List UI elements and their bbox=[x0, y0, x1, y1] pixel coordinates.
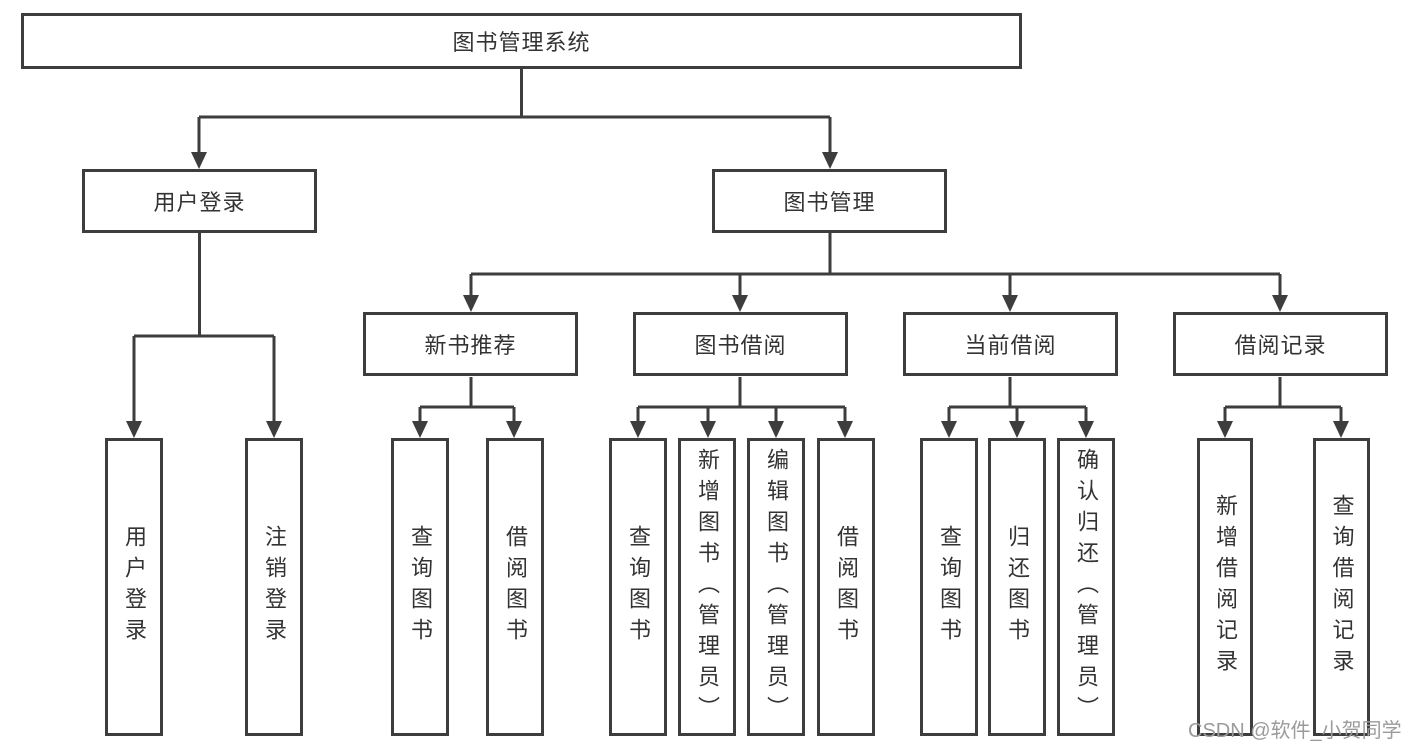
leaf-query-books-current: 查询图书 bbox=[920, 438, 978, 736]
node-label: 用户登录 bbox=[153, 190, 246, 215]
node-label: 新书推荐 bbox=[424, 333, 517, 358]
arrowhead-icon bbox=[1217, 421, 1233, 438]
leaf-label: 查询图书 bbox=[626, 525, 651, 649]
arrowhead-icon bbox=[506, 421, 522, 438]
arrowhead-icon bbox=[412, 421, 428, 438]
leaf-query-borrow-record: 查询借阅记录 bbox=[1313, 438, 1370, 736]
node-label: 图书管理 bbox=[783, 190, 876, 215]
arrowhead-icon bbox=[463, 295, 479, 312]
leaf-label: 查询图书 bbox=[937, 525, 962, 649]
leaf-borrow-books: 借阅图书 bbox=[817, 438, 875, 736]
arrowhead-icon bbox=[768, 421, 784, 438]
leaf-return-books: 归还图书 bbox=[988, 438, 1046, 736]
arrowhead-icon bbox=[1333, 421, 1349, 438]
node-book-borrowing: 图书借阅 bbox=[633, 312, 848, 376]
arrowhead-icon bbox=[1272, 295, 1288, 312]
node-label: 图书借阅 bbox=[694, 333, 787, 358]
arrowhead-icon bbox=[630, 421, 646, 438]
arrowhead-icon bbox=[191, 152, 207, 169]
node-user-login: 用户登录 bbox=[82, 169, 317, 233]
arrowhead-icon bbox=[1002, 295, 1018, 312]
leaf-label: 新增图书（管理员） bbox=[695, 447, 720, 727]
arrowhead-icon bbox=[837, 421, 853, 438]
leaf-borrow-books-newbook: 借阅图书 bbox=[486, 438, 544, 736]
leaf-label: 新增借阅记录 bbox=[1213, 494, 1238, 680]
arrowhead-icon bbox=[266, 421, 282, 438]
node-book-management: 图书管理 bbox=[712, 169, 947, 233]
leaf-query-books-borrow: 查询图书 bbox=[609, 438, 667, 736]
leaf-query-books-newbook: 查询图书 bbox=[391, 438, 449, 736]
arrowhead-icon bbox=[700, 421, 716, 438]
csdn-watermark: CSDN @软件_小贺同学 bbox=[1188, 720, 1402, 742]
node-current-borrowing: 当前借阅 bbox=[903, 312, 1118, 376]
leaf-label: 查询图书 bbox=[408, 525, 433, 649]
node-label: 图书管理系统 bbox=[452, 30, 591, 55]
leaf-label: 注销登录 bbox=[262, 525, 287, 649]
node-label: 当前借阅 bbox=[964, 333, 1057, 358]
leaf-user-login: 用户登录 bbox=[105, 438, 163, 736]
node-borrowing-records: 借阅记录 bbox=[1173, 312, 1388, 376]
leaf-logout: 注销登录 bbox=[245, 438, 303, 736]
arrowhead-icon bbox=[941, 421, 957, 438]
leaf-label: 借阅图书 bbox=[503, 525, 528, 649]
arrowhead-icon bbox=[1009, 421, 1025, 438]
node-library-management-system: 图书管理系统 bbox=[21, 13, 1022, 69]
leaf-label: 编辑图书（管理员） bbox=[764, 447, 789, 727]
arrowhead-icon bbox=[822, 152, 838, 169]
arrowhead-icon bbox=[732, 295, 748, 312]
leaf-label: 确认归还（管理员） bbox=[1074, 447, 1099, 727]
leaf-label: 归还图书 bbox=[1005, 525, 1030, 649]
node-new-book-recommendation: 新书推荐 bbox=[363, 312, 578, 376]
leaf-label: 借阅图书 bbox=[834, 525, 859, 649]
leaf-add-books-admin: 新增图书（管理员） bbox=[678, 438, 736, 736]
leaf-label: 查询借阅记录 bbox=[1329, 494, 1355, 680]
node-label: 借阅记录 bbox=[1234, 333, 1327, 358]
leaf-edit-books-admin: 编辑图书（管理员） bbox=[747, 438, 805, 736]
leaf-add-borrow-record: 新增借阅记录 bbox=[1197, 438, 1253, 736]
leaf-label: 用户登录 bbox=[122, 525, 147, 649]
arrowhead-icon bbox=[126, 421, 142, 438]
leaf-confirm-return-admin: 确认归还（管理员） bbox=[1057, 438, 1115, 736]
arrowhead-icon bbox=[1078, 421, 1094, 438]
